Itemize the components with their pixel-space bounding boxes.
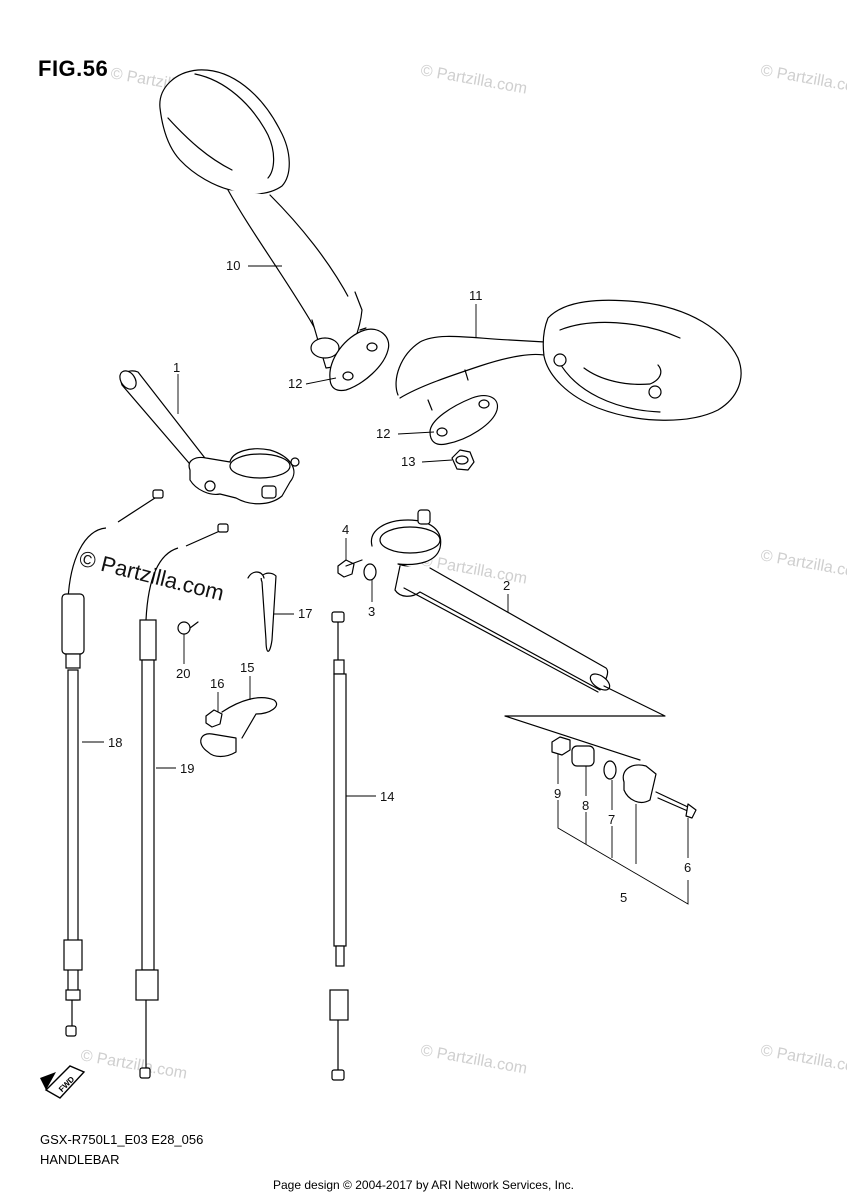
callout-4: 4 [342, 522, 349, 537]
callout-5: 5 [620, 890, 627, 905]
ring-part-7 [603, 760, 617, 780]
callouts: 10 11 1 12 12 13 4 2 3 17 20 15 16 18 19… [108, 258, 691, 905]
callout-16: 16 [210, 676, 224, 691]
mirror-plate-part-12-upper [329, 328, 390, 392]
handlebar-right-part-2 [370, 509, 666, 761]
throttle-cable-part-18 [61, 489, 164, 1037]
fwd-arrow-icon: FWD [40, 1065, 86, 1099]
spacer-part-8 [571, 745, 595, 767]
callout-3: 3 [368, 604, 375, 619]
section-name: HANDLEBAR [40, 1152, 120, 1167]
choke-cable-part-14 [329, 611, 349, 1081]
nut-part-13 [451, 449, 475, 471]
screw-part-6 [655, 791, 697, 819]
bolt-part-4 [337, 559, 363, 578]
callout-15: 15 [240, 660, 254, 675]
watermark: © Partzilla.com [759, 547, 847, 582]
mirror-plate-part-12-lower [429, 395, 499, 446]
callout-9: 9 [554, 786, 561, 801]
watermark: © Partzilla.com [419, 1042, 528, 1077]
callout-20: 20 [176, 666, 190, 681]
callout-13: 13 [401, 454, 415, 469]
watermark: © Partzilla.com [419, 62, 528, 97]
mirror-right-part-11 [395, 299, 742, 421]
page-footer: Page design © 2004-2017 by ARI Network S… [272, 1178, 574, 1192]
callout-7: 7 [608, 812, 615, 827]
callout-1: 1 [173, 360, 180, 375]
bar-end-collar-part-9 [551, 736, 571, 756]
bolt-part-16 [205, 709, 223, 728]
bracket-part-15 [200, 697, 278, 758]
watermark: © Partzilla.com [759, 62, 847, 97]
callout-19: 19 [180, 761, 194, 776]
weight-part-5 [622, 764, 657, 803]
callout-17: 17 [298, 606, 312, 621]
mirror-left-part-10 [159, 69, 367, 383]
callout-11: 11 [469, 288, 483, 303]
callout-8: 8 [582, 798, 589, 813]
callout-12-lower: 12 [376, 426, 390, 441]
handlebar-left-part-1 [119, 370, 300, 505]
model-code: GSX-R750L1_E03 E28_056 [40, 1132, 204, 1147]
figure-title: FIG.56 [38, 56, 109, 81]
callout-2: 2 [503, 578, 510, 593]
screw-part-20 [177, 621, 199, 635]
callout-14: 14 [380, 789, 394, 804]
callout-12-upper: 12 [288, 376, 302, 391]
washer-part-3 [363, 563, 377, 581]
leader-lines [82, 265, 689, 905]
clip-part-17 [247, 571, 277, 652]
watermark: © Partzilla.com [79, 1047, 188, 1082]
callout-10: 10 [226, 258, 240, 273]
callout-18: 18 [108, 735, 122, 750]
watermarks: © Partzilla.com © Partzilla.com © Partzi… [77, 62, 847, 1082]
callout-6: 6 [684, 860, 691, 875]
watermark-dark: © Partzilla.com [77, 546, 227, 606]
watermark: © Partzilla.com [759, 1042, 847, 1077]
throttle-cable-part-19 [135, 523, 229, 1079]
